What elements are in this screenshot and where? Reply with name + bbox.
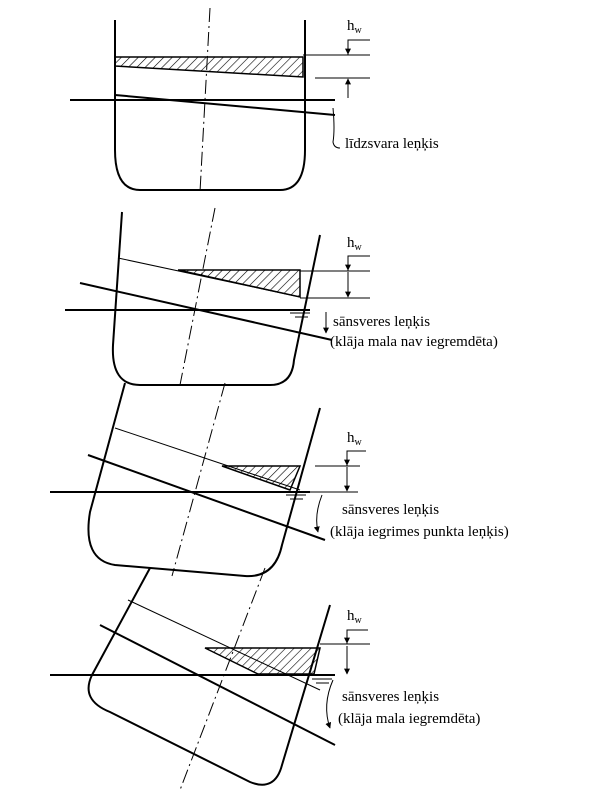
hw-label: hw (347, 235, 363, 253)
panel-deck-immersion-angle: hw sānsveres leņķis (klāja iegrimes punk… (50, 382, 509, 578)
water-on-deck (221, 465, 302, 491)
water-on-deck (114, 56, 304, 78)
inclined-waterline (79, 282, 333, 341)
hw-label: hw (347, 18, 363, 36)
hull-section (87, 382, 321, 578)
hull-section (111, 211, 321, 386)
panel-deck-edge-immersed: hw sānsveres leņķis (klāja mala iegremdē… (50, 567, 480, 791)
centerline (199, 7, 211, 193)
centerline (179, 207, 216, 386)
water-on-deck (177, 269, 301, 298)
hw-label: hw (347, 608, 363, 626)
caption-equilibrium-angle: līdzsvara leņķis (345, 136, 439, 152)
panel-deck-edge-not-immersed: hw sānsveres leņķis (klāja mala nav iegr… (65, 207, 498, 386)
caption-condition: (klāja mala nav iegremdēta) (330, 334, 498, 350)
heel-angle-arrow (325, 679, 334, 729)
inclined-waterline (114, 94, 336, 116)
centerline (171, 382, 226, 577)
hw-label: hw (347, 430, 363, 448)
centerline (179, 567, 266, 791)
inclined-waterline (87, 454, 326, 541)
caption-heel-angle: sānsveres leņķis (342, 689, 439, 705)
hull-section (87, 567, 331, 786)
caption-condition: (klāja iegrimes punkta leņķis) (330, 524, 509, 540)
caption-heel-angle: sānsveres leņķis (333, 314, 430, 330)
water-on-deck (204, 647, 321, 675)
caption-heel-angle: sānsveres leņķis (342, 502, 439, 518)
heel-angle-arrow (313, 494, 323, 533)
caption-condition: (klāja mala iegremdēta) (338, 711, 480, 727)
inclined-waterline (99, 624, 336, 746)
hull-section (114, 20, 306, 191)
panel-equilibrium: hw līdzsvara leņķis (70, 7, 439, 193)
